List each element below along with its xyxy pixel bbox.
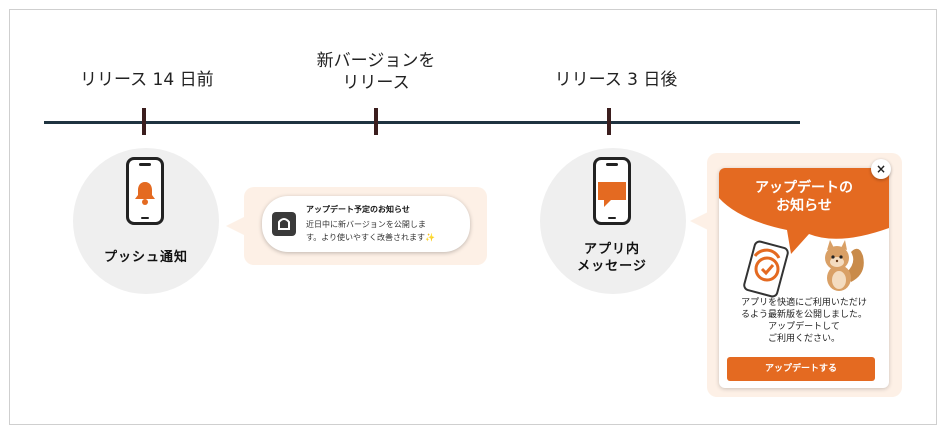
in-app-bubble-pointer bbox=[690, 212, 708, 230]
push-bubble-pointer bbox=[226, 217, 244, 235]
label-3-days-after: リリース 3 日後 bbox=[554, 70, 678, 90]
close-icon[interactable]: × bbox=[871, 159, 891, 179]
in-app-popup: アップデートの お知らせ アプリを快適にご利用いただけ るよう最新版を公開しまし… bbox=[719, 168, 889, 388]
push-notification-card[interactable]: アップデート予定のお知らせ 近日中に新バージョンを公開しま す。より使いやすく改… bbox=[262, 196, 470, 252]
timeline-axis bbox=[44, 121, 800, 124]
push-label: プッシュ通知 bbox=[103, 250, 188, 265]
popup-body-line3: アップデートして bbox=[768, 322, 840, 332]
label-14-days-before: リリース 14 日前 bbox=[80, 70, 214, 90]
update-button[interactable]: アップデートする bbox=[727, 357, 875, 381]
popup-header-shape bbox=[719, 168, 889, 254]
tick-3-days-after bbox=[607, 108, 611, 135]
popup-body-line2: るよう最新版を公開しました。 bbox=[740, 310, 867, 320]
popup-body-line1: アプリを快適にご利用いただけ bbox=[741, 298, 867, 308]
popup-title-line2: お知らせ bbox=[776, 198, 832, 214]
tick-release bbox=[374, 108, 378, 135]
chat-bubble-icon bbox=[598, 182, 626, 207]
notification-title: アップデート予定のお知らせ bbox=[306, 205, 410, 214]
label-release-line1: 新バージョンを bbox=[316, 51, 436, 71]
label-release-line2: リリース bbox=[342, 73, 410, 93]
in-app-label-line2: メッセージ bbox=[577, 259, 647, 274]
phone-icon bbox=[126, 157, 164, 225]
squirrel-mascot-icon bbox=[825, 240, 864, 291]
bell-icon bbox=[135, 182, 155, 205]
popup-body-line4: ご利用ください。 bbox=[767, 334, 840, 344]
notification-body-line2: す。より使いやすく改善されます✨ bbox=[306, 233, 435, 242]
in-app-label-line1: アプリ内 bbox=[583, 242, 640, 257]
phone-update-icon bbox=[743, 240, 789, 298]
tick-14-days-before bbox=[142, 108, 146, 135]
popup-title-line1: アップデートの bbox=[755, 180, 853, 196]
diagram-frame bbox=[9, 9, 937, 425]
app-logo-icon bbox=[272, 212, 296, 236]
phone-icon bbox=[593, 157, 631, 225]
notification-body-line1: 近日中に新バージョンを公開しま bbox=[306, 220, 426, 229]
